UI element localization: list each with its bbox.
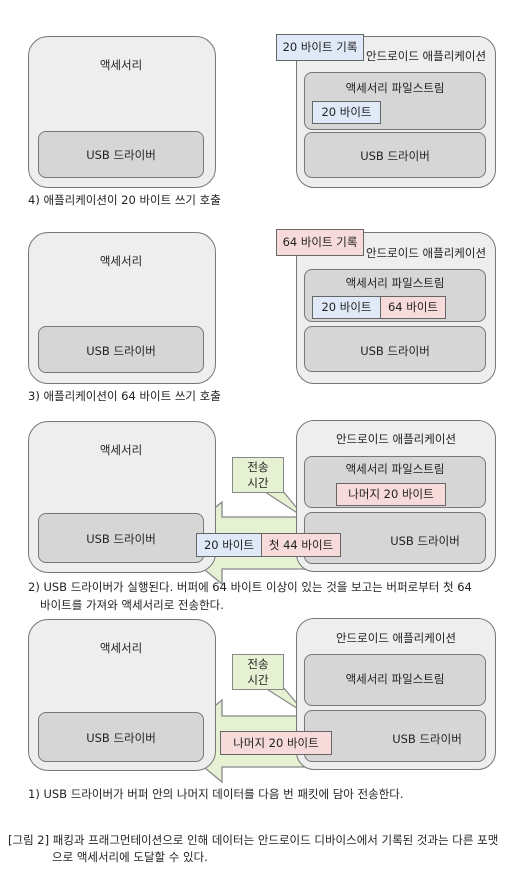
transfer-time-line2-2: 시간 <box>247 476 269 490</box>
caption-step-2-line2: 바이트를 가져와 액세서리로 전송한다. <box>40 598 224 612</box>
arrow-block-20-2: 20 바이트 <box>196 533 262 557</box>
stream-block-remaining-2: 나머지 20 바이트 <box>336 483 446 506</box>
arrow-block-44-2: 첫 44 바이트 <box>261 533 341 557</box>
transfer-time-line1-2: 전송 <box>247 460 269 474</box>
file-stream-label-3: 액세서리 파일스트림 <box>345 276 445 290</box>
file-stream-label-1: 액세서리 파일스트림 <box>345 672 445 686</box>
file-stream-box-1 <box>304 654 486 706</box>
caption-step-1: 1) USB 드라이버가 버퍼 안의 나머지 데이터를 다음 번 패킷에 담아 … <box>28 787 404 801</box>
usb-driver-label-3: USB 드라이버 <box>86 344 156 358</box>
file-stream-label-2: 액세서리 파일스트림 <box>345 462 445 476</box>
android-app-label-1: 안드로이드 애플리케이션 <box>335 631 457 645</box>
accessory-label-4: 액세서리 <box>99 58 143 72</box>
accessory-label-1: 액세서리 <box>99 641 143 655</box>
usb-driver-label-1: USB 드라이버 <box>86 731 156 745</box>
android-app-label-4: 안드로이드 애플리케이션 <box>366 49 487 63</box>
stream-block-64-3: 64 바이트 <box>380 296 446 319</box>
caption-step-2-line1: 2) USB 드라이버가 실행된다. 버퍼에 64 바이트 이상이 있는 것을 … <box>28 580 472 594</box>
arrow-block-remaining-1: 나머지 20 바이트 <box>220 731 332 755</box>
usb-driver-app-label-3: USB 드라이버 <box>360 344 430 358</box>
usb-driver-box-app-3 <box>304 326 486 372</box>
usb-driver-label-2: USB 드라이버 <box>86 532 156 546</box>
caption-step-3: 3) 애플리케이션이 64 바이트 쓰기 호출 <box>28 389 221 403</box>
usb-driver-app-label-4: USB 드라이버 <box>360 149 430 163</box>
caption-step-4: 4) 애플리케이션이 20 바이트 쓰기 호출 <box>28 193 221 207</box>
usb-driver-app-label-1: USB 드라이버 <box>392 732 462 746</box>
android-app-label-2: 안드로이드 애플리케이션 <box>335 432 457 446</box>
accessory-label-2: 액세서리 <box>99 443 143 457</box>
figure-caption-line1: [그림 2] 패킹과 프래그먼테이션으로 인해 데이터는 안드로이드 디바이스에… <box>8 833 499 847</box>
usb-driver-label-4: USB 드라이버 <box>86 148 156 162</box>
usb-driver-box-4 <box>38 131 204 178</box>
usb-driver-box-2 <box>38 513 204 563</box>
write-callout-4: 20 바이트 기록 <box>276 34 364 61</box>
transfer-time-line1-1: 전송 <box>247 657 269 671</box>
stream-block-20-4: 20 바이트 <box>312 101 381 124</box>
usb-driver-box-app-1 <box>304 710 486 762</box>
write-callout-3: 64 바이트 기록 <box>276 229 364 256</box>
accessory-label-3: 액세서리 <box>99 254 143 268</box>
transfer-time-box-2: 전송 시간 <box>232 457 284 493</box>
file-stream-label-4: 액세서리 파일스트림 <box>345 81 445 95</box>
usb-driver-box-app-4 <box>304 132 486 178</box>
transfer-time-box-1: 전송 시간 <box>232 654 284 690</box>
transfer-time-line2-1: 시간 <box>247 673 269 687</box>
usb-driver-box-1 <box>38 712 204 762</box>
usb-driver-box-3 <box>38 326 204 373</box>
usb-driver-app-label-2: USB 드라이버 <box>390 534 460 548</box>
stream-block-20-3: 20 바이트 <box>312 296 381 319</box>
figure-caption-line2: 으로 액세서리에 도달할 수 있다. <box>52 850 208 864</box>
android-app-label-3: 안드로이드 애플리케이션 <box>366 246 487 260</box>
